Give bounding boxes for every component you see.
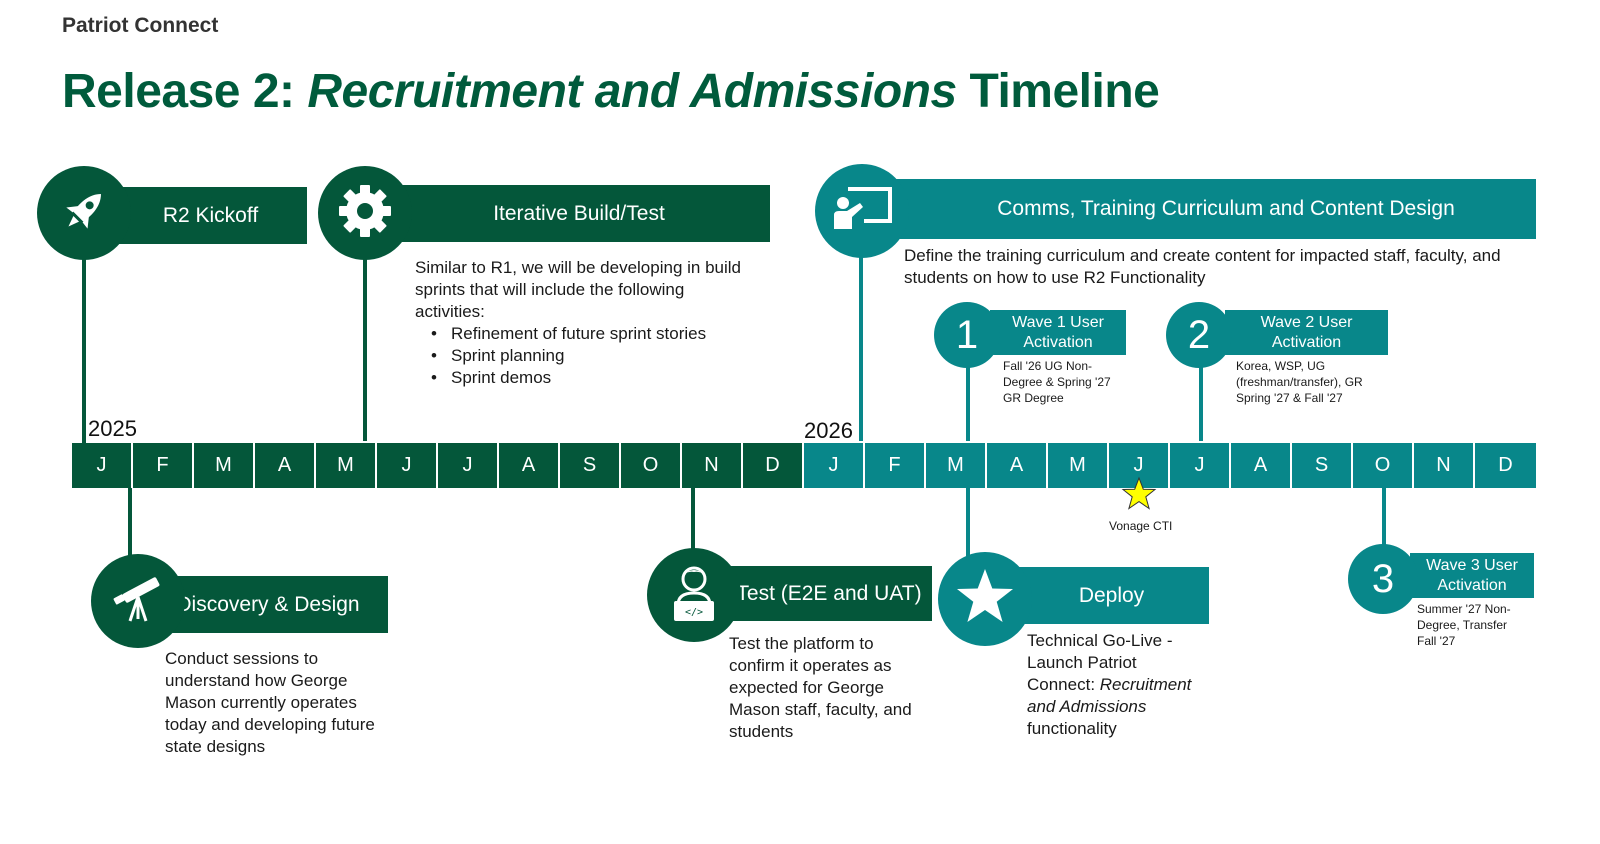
test-connector bbox=[691, 488, 695, 560]
svg-text:</>: </> bbox=[685, 607, 703, 618]
test-description: Test the platform to confirm it operates… bbox=[729, 634, 912, 741]
wave2-number: 2 bbox=[1187, 312, 1211, 357]
test-banner: Test (E2E and UAT) bbox=[712, 566, 932, 621]
telescope-icon bbox=[108, 569, 168, 634]
star-marker-icon bbox=[1121, 476, 1157, 517]
wave1-description: Fall '26 UG Non-Degree & Spring '27 GR D… bbox=[1003, 359, 1111, 405]
presentation-icon bbox=[830, 183, 894, 240]
build-activity-list: Refinement of future sprint stories Spri… bbox=[429, 323, 755, 389]
month-2025-jan: J bbox=[72, 443, 133, 488]
discovery-banner: Discovery & Design bbox=[148, 576, 388, 633]
wave3-number: 3 bbox=[1371, 556, 1395, 601]
month-2025-mar: M bbox=[194, 443, 255, 488]
year-label-2026: 2026 bbox=[804, 418, 853, 443]
discovery-description: Conduct sessions to understand how Georg… bbox=[165, 649, 375, 756]
kickoff-connector bbox=[82, 250, 86, 443]
comms-banner: Comms, Training Curriculum and Content D… bbox=[876, 179, 1536, 239]
wave2-banner: Wave 2 User Activation bbox=[1225, 310, 1388, 355]
comms-connector bbox=[859, 250, 863, 441]
wave2-connector bbox=[1199, 360, 1203, 441]
wave2-badge: 2 bbox=[1166, 302, 1232, 368]
month-2026-jul: J bbox=[1170, 443, 1231, 488]
month-2026-feb: F bbox=[865, 443, 926, 488]
month-2025-jul: J bbox=[438, 443, 499, 488]
wave1-badge: 1 bbox=[934, 302, 1000, 368]
kickoff-badge bbox=[37, 166, 131, 260]
test-badge: </> bbox=[647, 548, 741, 642]
page-title: Release 2: Recruitment and Admissions Ti… bbox=[62, 65, 1160, 118]
build-connector bbox=[363, 250, 367, 441]
month-2025-jun: J bbox=[377, 443, 438, 488]
brand-name: Patriot Connect bbox=[62, 14, 219, 37]
month-2025-dec: D bbox=[743, 443, 804, 488]
build-badge bbox=[318, 166, 412, 260]
deploy-description: Technical Go-Live - Launch Patriot Conne… bbox=[1027, 631, 1192, 738]
wave1-banner: Wave 1 User Activation bbox=[990, 310, 1126, 355]
wave3-connector bbox=[1382, 488, 1386, 548]
month-2025-oct: O bbox=[621, 443, 682, 488]
list-item: Sprint planning bbox=[429, 345, 755, 367]
wave1-connector bbox=[966, 360, 970, 441]
month-2026-apr: A bbox=[987, 443, 1048, 488]
build-banner: Iterative Build/Test bbox=[380, 185, 770, 242]
wave3-badge: 3 bbox=[1348, 544, 1418, 614]
wave3-banner: Wave 3 User Activation bbox=[1410, 553, 1534, 598]
month-2026-dec: D bbox=[1475, 443, 1536, 488]
month-2025-aug: A bbox=[499, 443, 560, 488]
month-2025-nov: N bbox=[682, 443, 743, 488]
month-2025-may: M bbox=[316, 443, 377, 488]
month-2025-sep: S bbox=[560, 443, 621, 488]
month-2026-jan: J bbox=[804, 443, 865, 488]
star-icon bbox=[954, 567, 1016, 632]
list-item: Sprint demos bbox=[429, 367, 755, 389]
wave1-number: 1 bbox=[955, 312, 979, 357]
month-2026-mar: M bbox=[926, 443, 987, 488]
kickoff-banner: R2 Kickoff bbox=[96, 187, 307, 244]
month-2026-aug: A bbox=[1231, 443, 1292, 488]
year-label-2025: 2025 bbox=[88, 416, 137, 441]
deploy-badge bbox=[938, 552, 1032, 646]
month-2026-sep: S bbox=[1292, 443, 1353, 488]
deploy-connector bbox=[966, 488, 970, 563]
discovery-badge bbox=[91, 554, 185, 648]
gear-icon bbox=[334, 180, 396, 247]
month-2025-feb: F bbox=[133, 443, 194, 488]
comms-description: Define the training curriculum and creat… bbox=[904, 246, 1501, 287]
month-timeline: J F M A M J J A S O N D J F M A M J J A … bbox=[72, 443, 1536, 488]
rocket-icon bbox=[56, 183, 112, 244]
wave2-description: Korea, WSP, UG (freshman/transfer), GR S… bbox=[1236, 359, 1363, 405]
developer-icon: </> bbox=[664, 561, 724, 630]
list-item: Refinement of future sprint stories bbox=[429, 323, 755, 345]
vonage-label: Vonage CTI bbox=[1109, 519, 1173, 533]
month-2026-oct: O bbox=[1353, 443, 1414, 488]
month-2025-apr: A bbox=[255, 443, 316, 488]
month-2026-nov: N bbox=[1414, 443, 1475, 488]
month-2026-may: M bbox=[1048, 443, 1109, 488]
discovery-connector bbox=[128, 488, 132, 558]
comms-badge bbox=[815, 164, 909, 258]
build-description: Similar to R1, we will be developing in … bbox=[415, 257, 755, 389]
wave3-description: Summer '27 Non-Degree, Transfer Fall '27 bbox=[1417, 602, 1511, 648]
